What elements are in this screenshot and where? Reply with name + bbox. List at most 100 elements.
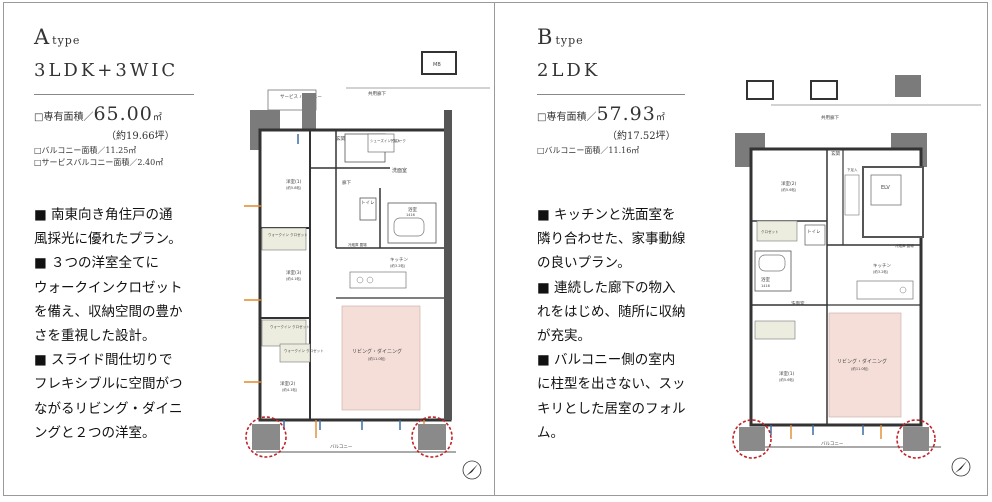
plan-a-ld bbox=[341, 305, 421, 411]
plan-a-column-highlight bbox=[411, 416, 453, 458]
plan-a-shoebox-label: 下足入 bbox=[390, 138, 401, 143]
plan-a-kitchen-label: キッチン bbox=[390, 257, 408, 263]
plan-b-column-highlight bbox=[732, 419, 772, 459]
plan-a-feature-line: ウォークインクロゼット bbox=[34, 279, 183, 296]
plan-a-kitchen-counter bbox=[349, 271, 407, 289]
plan-a-feature-line: フレキシブルに空間がつ bbox=[34, 376, 183, 393]
plan-a-wic3-label: ウォークイン クロゼット bbox=[284, 348, 324, 353]
plan-a-area: □専有面積／65.00㎡ bbox=[34, 103, 162, 125]
plan-a-floor-plan: MB 共用廊下 サービス バルコニー 玄関 bbox=[240, 48, 490, 490]
plan-a-wic2 bbox=[261, 319, 307, 347]
plan-b-shoebox-label: 下足入 bbox=[847, 167, 858, 172]
plan-b-closet-label: クロゼット bbox=[761, 229, 779, 234]
plan-a-storage-label: 冷蔵庫 置場 bbox=[348, 242, 367, 247]
plan-b-column-bottom-left bbox=[739, 427, 765, 451]
plan-a-bath-size: 1416 bbox=[406, 213, 415, 217]
plan-a-bedroom2-label: 洋室(2) bbox=[280, 380, 296, 387]
plan-b-toilet-label: トイレ bbox=[807, 230, 821, 235]
plan-b-area-value: 57.93 bbox=[596, 103, 656, 125]
plan-a-entrance-label: 玄関 bbox=[336, 135, 345, 142]
plan-a-column-top-mid bbox=[302, 93, 316, 129]
plan-a-wic1-label: ウォークイン クロゼット bbox=[268, 232, 308, 237]
plan-a-wic3 bbox=[279, 343, 311, 363]
plan-a-toilet bbox=[359, 197, 377, 221]
plan-a-bedroom1-label: 洋室(1) bbox=[286, 178, 302, 185]
plan-a-area-label: □専有面積／ bbox=[34, 112, 94, 123]
plan-a-feature-line: ながるリビング・ダイニ bbox=[34, 400, 183, 417]
plan-a-balcony-area: □バルコニー面積／11.25㎡ bbox=[34, 146, 137, 155]
plan-b-toilet bbox=[804, 224, 826, 246]
plan-b-storage-column bbox=[844, 174, 860, 216]
plan-b-storage bbox=[754, 320, 796, 340]
plan-b-feature-line: キリとした居室のフォル bbox=[537, 400, 686, 417]
plan-b-feature-line: が充実。 bbox=[537, 328, 591, 345]
plan-b-ld bbox=[828, 312, 902, 418]
plan-a-divider bbox=[34, 94, 194, 95]
plan-a-floor-plan-svg: MB 共用廊下 サービス バルコニー 玄関 bbox=[244, 51, 490, 480]
plan-a-wic1 bbox=[261, 227, 307, 251]
plan-b-floor-plan-svg: 共用廊下 ELV 玄関 下足入 洋室(2) (約5.6帖) bbox=[732, 75, 981, 477]
plan-b-common-corridor: 共用廊下 bbox=[821, 114, 839, 121]
plan-a-type-word: type bbox=[52, 34, 81, 47]
plan-a-hallway-label: 廊下 bbox=[342, 179, 351, 186]
plan-a-mb-label: MB bbox=[433, 62, 441, 68]
plan-b-feature-line: の良いプラン。 bbox=[537, 255, 631, 272]
plan-b-balcony-area: □バルコニー面積／11.16㎡ bbox=[537, 146, 640, 155]
plan-b-bathtub bbox=[758, 254, 786, 272]
plan-a-feature-line: ■ ３つの洋室全てに bbox=[34, 255, 160, 272]
plan-b-feature-line: に柱型を出さない、スッ bbox=[537, 376, 686, 393]
plan-b-top-box bbox=[746, 80, 774, 100]
plan-b-type-word: type bbox=[555, 34, 584, 47]
plan-a-stove-icon bbox=[366, 276, 374, 284]
plan-b-bedroom2-label: 洋室(2) bbox=[781, 180, 797, 187]
plan-a-feature-line: ングと２つの洋室。 bbox=[34, 424, 156, 441]
plan-b-balcony-label: バルコニー bbox=[821, 441, 844, 447]
plan-b-feature-line: 隣り合わせた、家事動線 bbox=[537, 231, 686, 248]
plan-a-ld-size: (約11.0帖) bbox=[368, 356, 386, 361]
plan-b-kitchen-label: キッチン bbox=[873, 263, 891, 269]
plan-b-feature-line: れをはじめ、随所に収納 bbox=[537, 303, 686, 320]
plan-b-column-bottom-right bbox=[903, 427, 929, 451]
plan-a-service-balcony-label: サービス バルコニー bbox=[280, 93, 322, 100]
plan-b-feature-line: ■ 連続した廊下の物入 bbox=[537, 279, 676, 296]
plan-a-column-bottom-right bbox=[418, 424, 446, 450]
plan-b-ld-label: リビング・ダイニング bbox=[837, 358, 887, 365]
plan-b-feature-line: ム。 bbox=[537, 424, 564, 441]
plan-a-kitchen-size: (約3.2帖) bbox=[390, 263, 406, 268]
plan-b-area-unit: ㎡ bbox=[655, 113, 665, 123]
plan-b-feature-line: ■ バルコニー側の室内 bbox=[537, 352, 676, 369]
plan-b-bedroom1-size: (約5.6帖) bbox=[779, 377, 795, 382]
plan-a-mb-box bbox=[421, 51, 457, 75]
plan-a-type-letter: A bbox=[34, 25, 51, 49]
plan-a-bedroom1-size: (約5.8帖) bbox=[286, 185, 302, 190]
plan-b-feature-line: ■ キッチンと洗面室を bbox=[537, 207, 676, 223]
plan-b-area: □専有面積／57.93㎡ bbox=[537, 103, 665, 125]
plan-b-plan-name: 2LDK bbox=[537, 60, 601, 81]
plan-b-bath-size: 1416 bbox=[761, 284, 770, 288]
plan-a-area-value: 65.00 bbox=[93, 103, 153, 125]
plan-b-fridge-label: 冷蔵庫 置場 bbox=[895, 243, 914, 248]
plan-a-column-highlight bbox=[245, 416, 287, 458]
plan-b-washroom-label: 洗面室 bbox=[791, 300, 805, 307]
plan-b-kitchen-size: (約3.2帖) bbox=[873, 269, 889, 274]
plan-a-washroom-label: 洗面室 bbox=[392, 167, 407, 174]
plan-a-shoe-cloak-label: シューズイン クローク bbox=[370, 138, 406, 143]
plan-b-top-box bbox=[810, 80, 838, 100]
plan-b-area-label: □専有面積／ bbox=[537, 112, 597, 123]
plan-b-divider bbox=[537, 94, 685, 95]
plan-a-ld-label: リビング・ダイニング bbox=[352, 348, 402, 355]
plan-b-elv-label: ELV bbox=[881, 185, 890, 191]
plan-b-elv bbox=[862, 166, 924, 238]
plan-b-kitchen-counter bbox=[856, 280, 914, 300]
plan-a-bathtub bbox=[393, 217, 425, 237]
plan-b-area-tsubo: （約17.52坪） bbox=[607, 131, 676, 142]
plan-a-right-wall bbox=[444, 110, 452, 420]
plan-b-compass-needle bbox=[955, 461, 967, 473]
plan-a-bedroom2-size: (約4.1帖) bbox=[282, 387, 298, 392]
plan-a-compass-needle bbox=[466, 464, 478, 476]
plan-b-type-letter: B bbox=[537, 25, 554, 49]
plan-a-feature-line: を備え、収納空間の豊か bbox=[34, 303, 183, 320]
plan-a-bedroom3-size: (約4.1帖) bbox=[286, 276, 302, 281]
